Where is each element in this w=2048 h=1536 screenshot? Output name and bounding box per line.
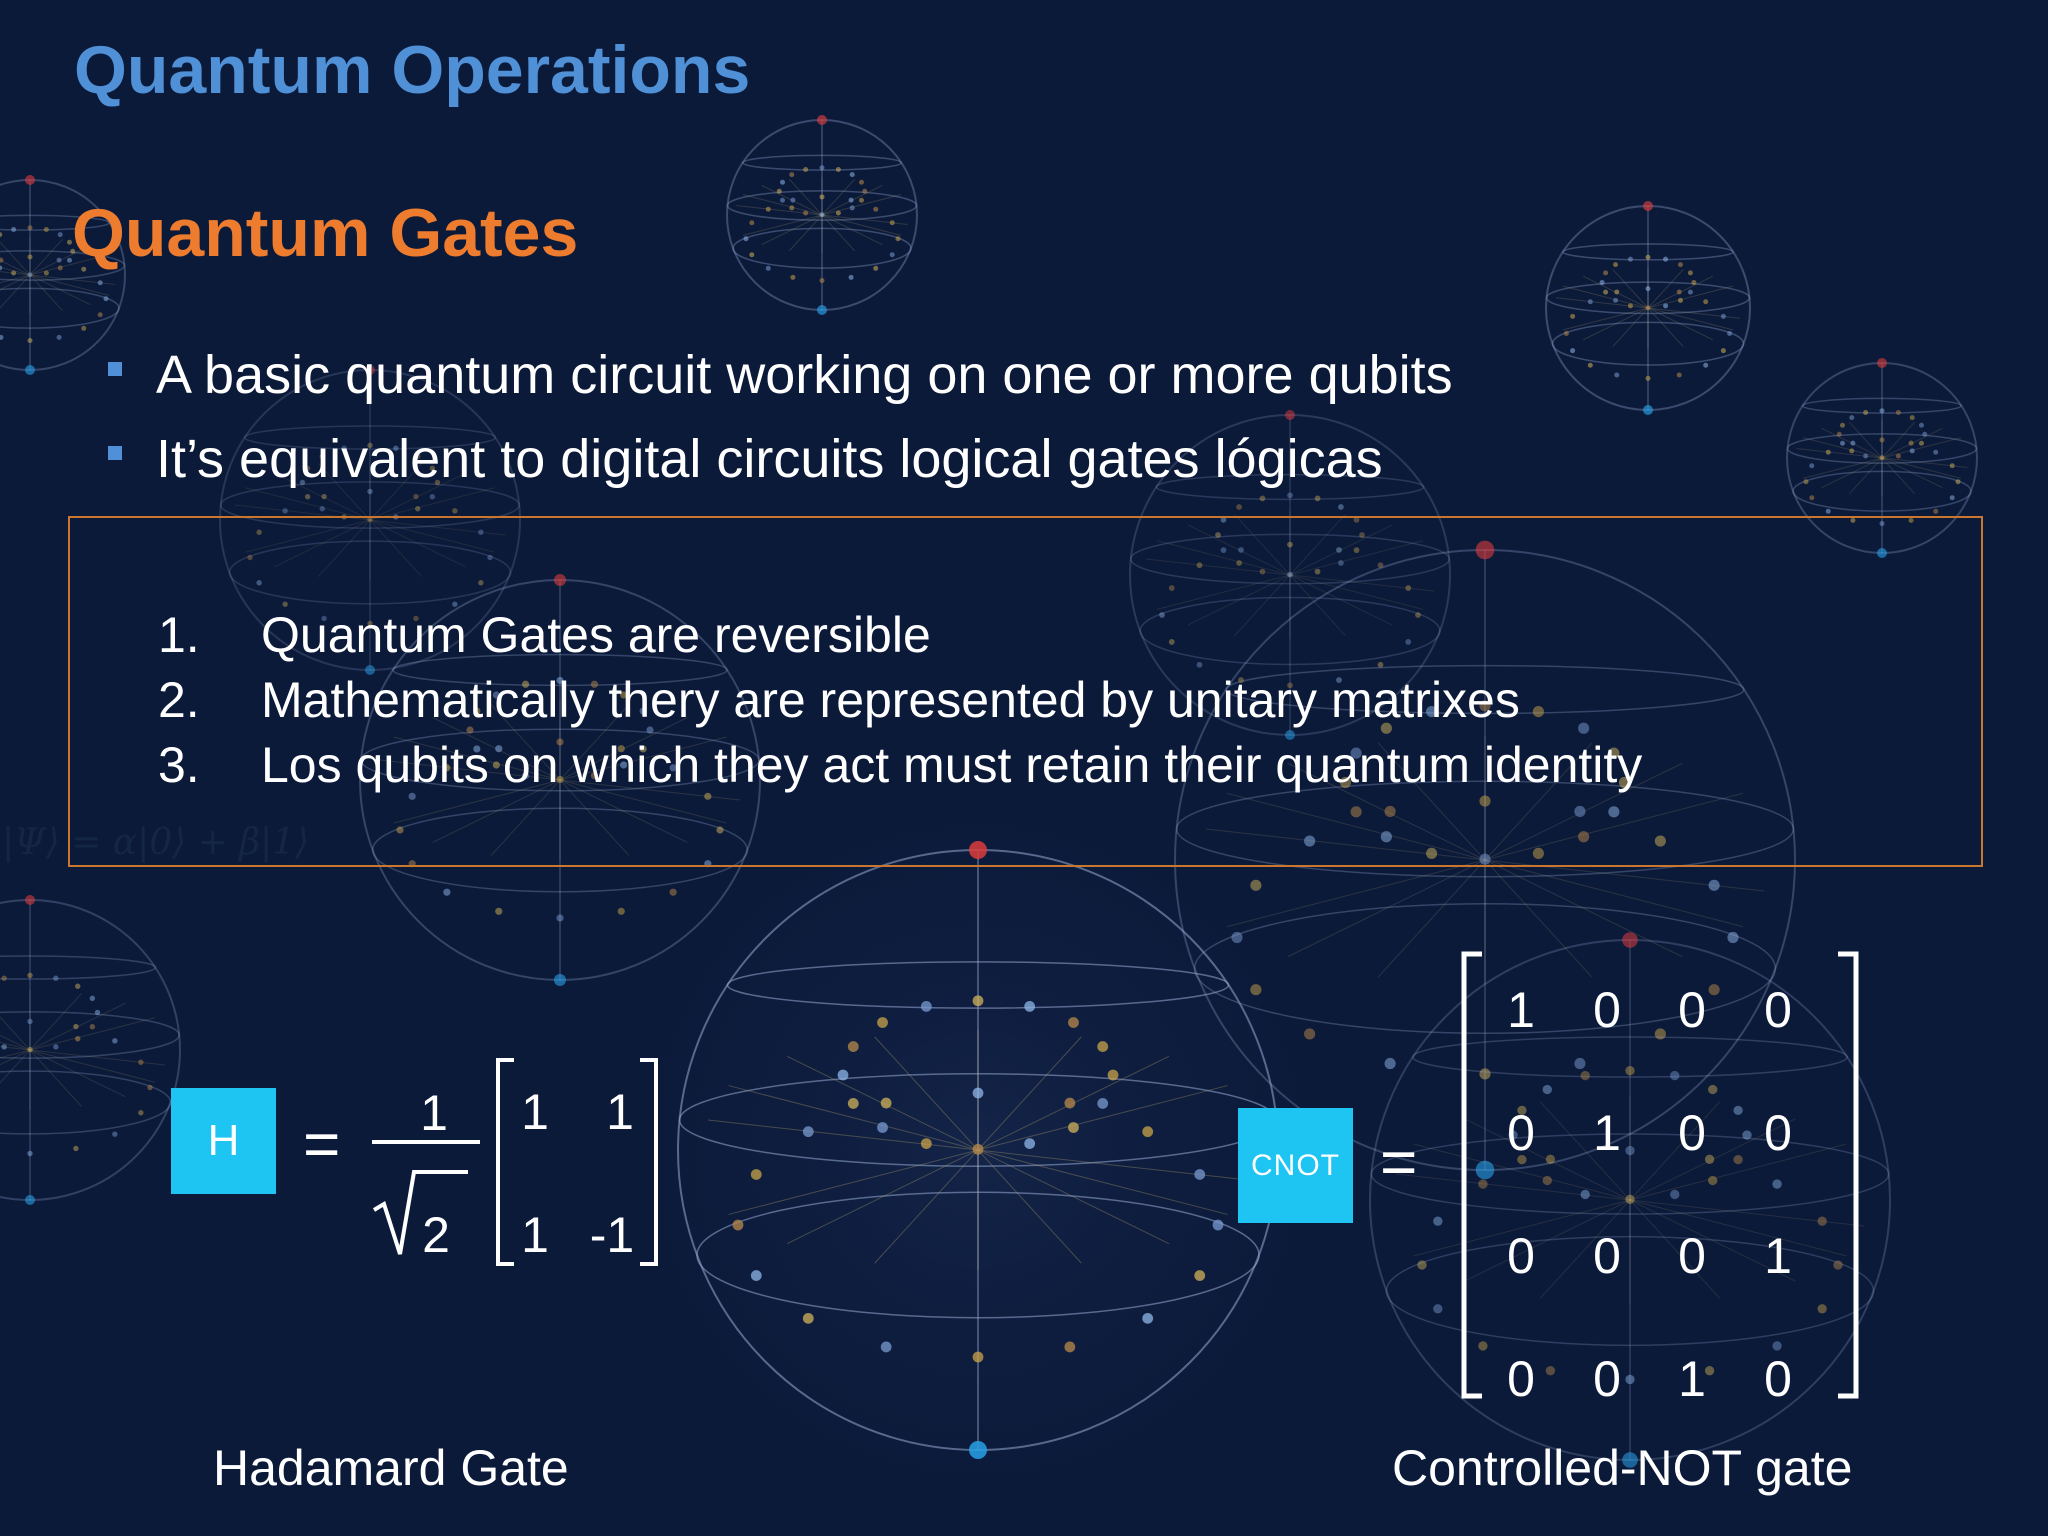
matrix-cell: 0 xyxy=(1764,982,1792,1038)
matrix-cell: 1 xyxy=(521,1207,549,1263)
cnot-caption: Controlled-NOT gate xyxy=(1392,1440,1853,1496)
property-number: 3. xyxy=(158,737,200,793)
property-text: Quantum Gates are reversible xyxy=(261,607,931,663)
hadamard-gate-symbol: H xyxy=(171,1088,276,1194)
hadamard-matrix-brackets xyxy=(496,1058,658,1266)
properties-box xyxy=(68,516,1983,867)
matrix-cell: 1 xyxy=(606,1084,634,1140)
fraction-bar xyxy=(372,1140,480,1144)
property-number: 2. xyxy=(158,672,200,728)
matrix-cell: 1 xyxy=(1507,982,1535,1038)
matrix-cell: 0 xyxy=(1507,1105,1535,1161)
slide-title: Quantum Operations xyxy=(74,32,751,108)
matrix-cell: 0 xyxy=(1678,1105,1706,1161)
matrix-cell: 0 xyxy=(1507,1228,1535,1284)
matrix-cell: 0 xyxy=(1593,1351,1621,1407)
section-title: Quantum Gates xyxy=(72,195,579,271)
matrix-cell: 0 xyxy=(1764,1105,1792,1161)
matrix-cell: 1 xyxy=(521,1084,549,1140)
matrix-cell: 0 xyxy=(1764,1351,1792,1407)
bullet-marker xyxy=(108,446,122,460)
fraction-numerator: 1 xyxy=(420,1085,448,1141)
cnot-gate-symbol: CNOT xyxy=(1238,1108,1353,1223)
matrix-cell: 0 xyxy=(1678,982,1706,1038)
bullet-text: It’s equivalent to digital circuits logi… xyxy=(156,429,1383,489)
cnot-equals: = xyxy=(1380,1126,1418,1198)
hadamard-equals: = xyxy=(303,1108,341,1180)
matrix-cell: 0 xyxy=(1507,1351,1535,1407)
qubit-state-formula: |Ψ⟩ = α|0⟩ + β|1⟩ xyxy=(2,822,310,863)
bullet-text: A basic quantum circuit working on one o… xyxy=(156,345,1453,405)
matrix-cell: 0 xyxy=(1593,1228,1621,1284)
sqrt-argument: 2 xyxy=(422,1207,450,1263)
matrix-cell: 1 xyxy=(1764,1228,1792,1284)
cnot-matrix-brackets xyxy=(1461,951,1859,1399)
matrix-cell: -1 xyxy=(589,1207,635,1263)
matrix-cell: 0 xyxy=(1678,1228,1706,1284)
property-number: 1. xyxy=(158,607,200,663)
matrix-cell: 0 xyxy=(1593,982,1621,1038)
sqrt-icon xyxy=(372,1170,468,1255)
hadamard-caption: Hadamard Gate xyxy=(213,1440,569,1496)
matrix-cell: 1 xyxy=(1678,1351,1706,1407)
matrix-cell: 1 xyxy=(1593,1105,1621,1161)
bullet-marker xyxy=(108,362,122,376)
property-text: Los qubits on which they act must retain… xyxy=(261,737,1643,793)
property-text: Mathematically thery are represented by … xyxy=(261,672,1520,728)
